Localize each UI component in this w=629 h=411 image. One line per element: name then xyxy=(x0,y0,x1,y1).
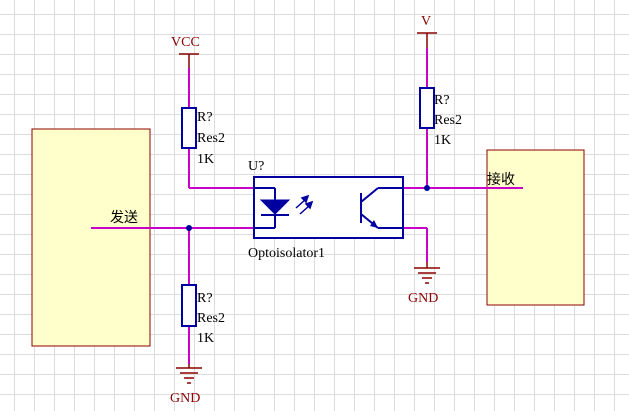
gnd-label-bottom: GND xyxy=(170,391,200,406)
resistor-bottom[interactable] xyxy=(181,284,197,327)
resistor-top-left-type: Res2 xyxy=(197,131,225,146)
junction-send xyxy=(186,225,192,231)
gnd-symbol-right xyxy=(414,262,440,284)
resistor-right-type: Res2 xyxy=(434,113,462,128)
resistor-bottom-designator: R? xyxy=(197,291,213,306)
resistor-bottom-value: 1K xyxy=(197,331,214,346)
v-label: V xyxy=(421,14,431,29)
resistor-right[interactable] xyxy=(419,87,435,129)
optoisolator[interactable] xyxy=(253,176,404,239)
wires xyxy=(91,48,523,364)
led-diode-icon xyxy=(259,199,291,215)
junction-collector xyxy=(424,185,430,191)
vcc-label: VCC xyxy=(171,35,200,50)
resistor-top-left-value: 1K xyxy=(197,152,214,167)
resistor-bottom-type: Res2 xyxy=(197,311,225,326)
resistor-right-value: 1K xyxy=(434,133,451,148)
light-arrows-icon xyxy=(295,194,314,215)
resistor-top-left[interactable] xyxy=(181,107,197,149)
optoisolator-name: Optoisolator1 xyxy=(248,246,325,261)
send-net-label: 发送 xyxy=(110,210,138,226)
optoisolator-designator: U? xyxy=(248,159,264,174)
resistor-top-left-designator: R? xyxy=(197,110,213,125)
resistor-right-designator: R? xyxy=(434,93,450,108)
gnd-symbol-bottom xyxy=(176,364,202,384)
receive-block[interactable] xyxy=(486,149,585,306)
vcc-symbol xyxy=(179,53,199,68)
v-symbol xyxy=(417,32,437,48)
gnd-label-right: GND xyxy=(408,291,438,306)
receive-net-label: 接收 xyxy=(487,171,515,188)
send-block[interactable] xyxy=(31,128,151,347)
emitter-arrow-icon xyxy=(370,220,378,228)
